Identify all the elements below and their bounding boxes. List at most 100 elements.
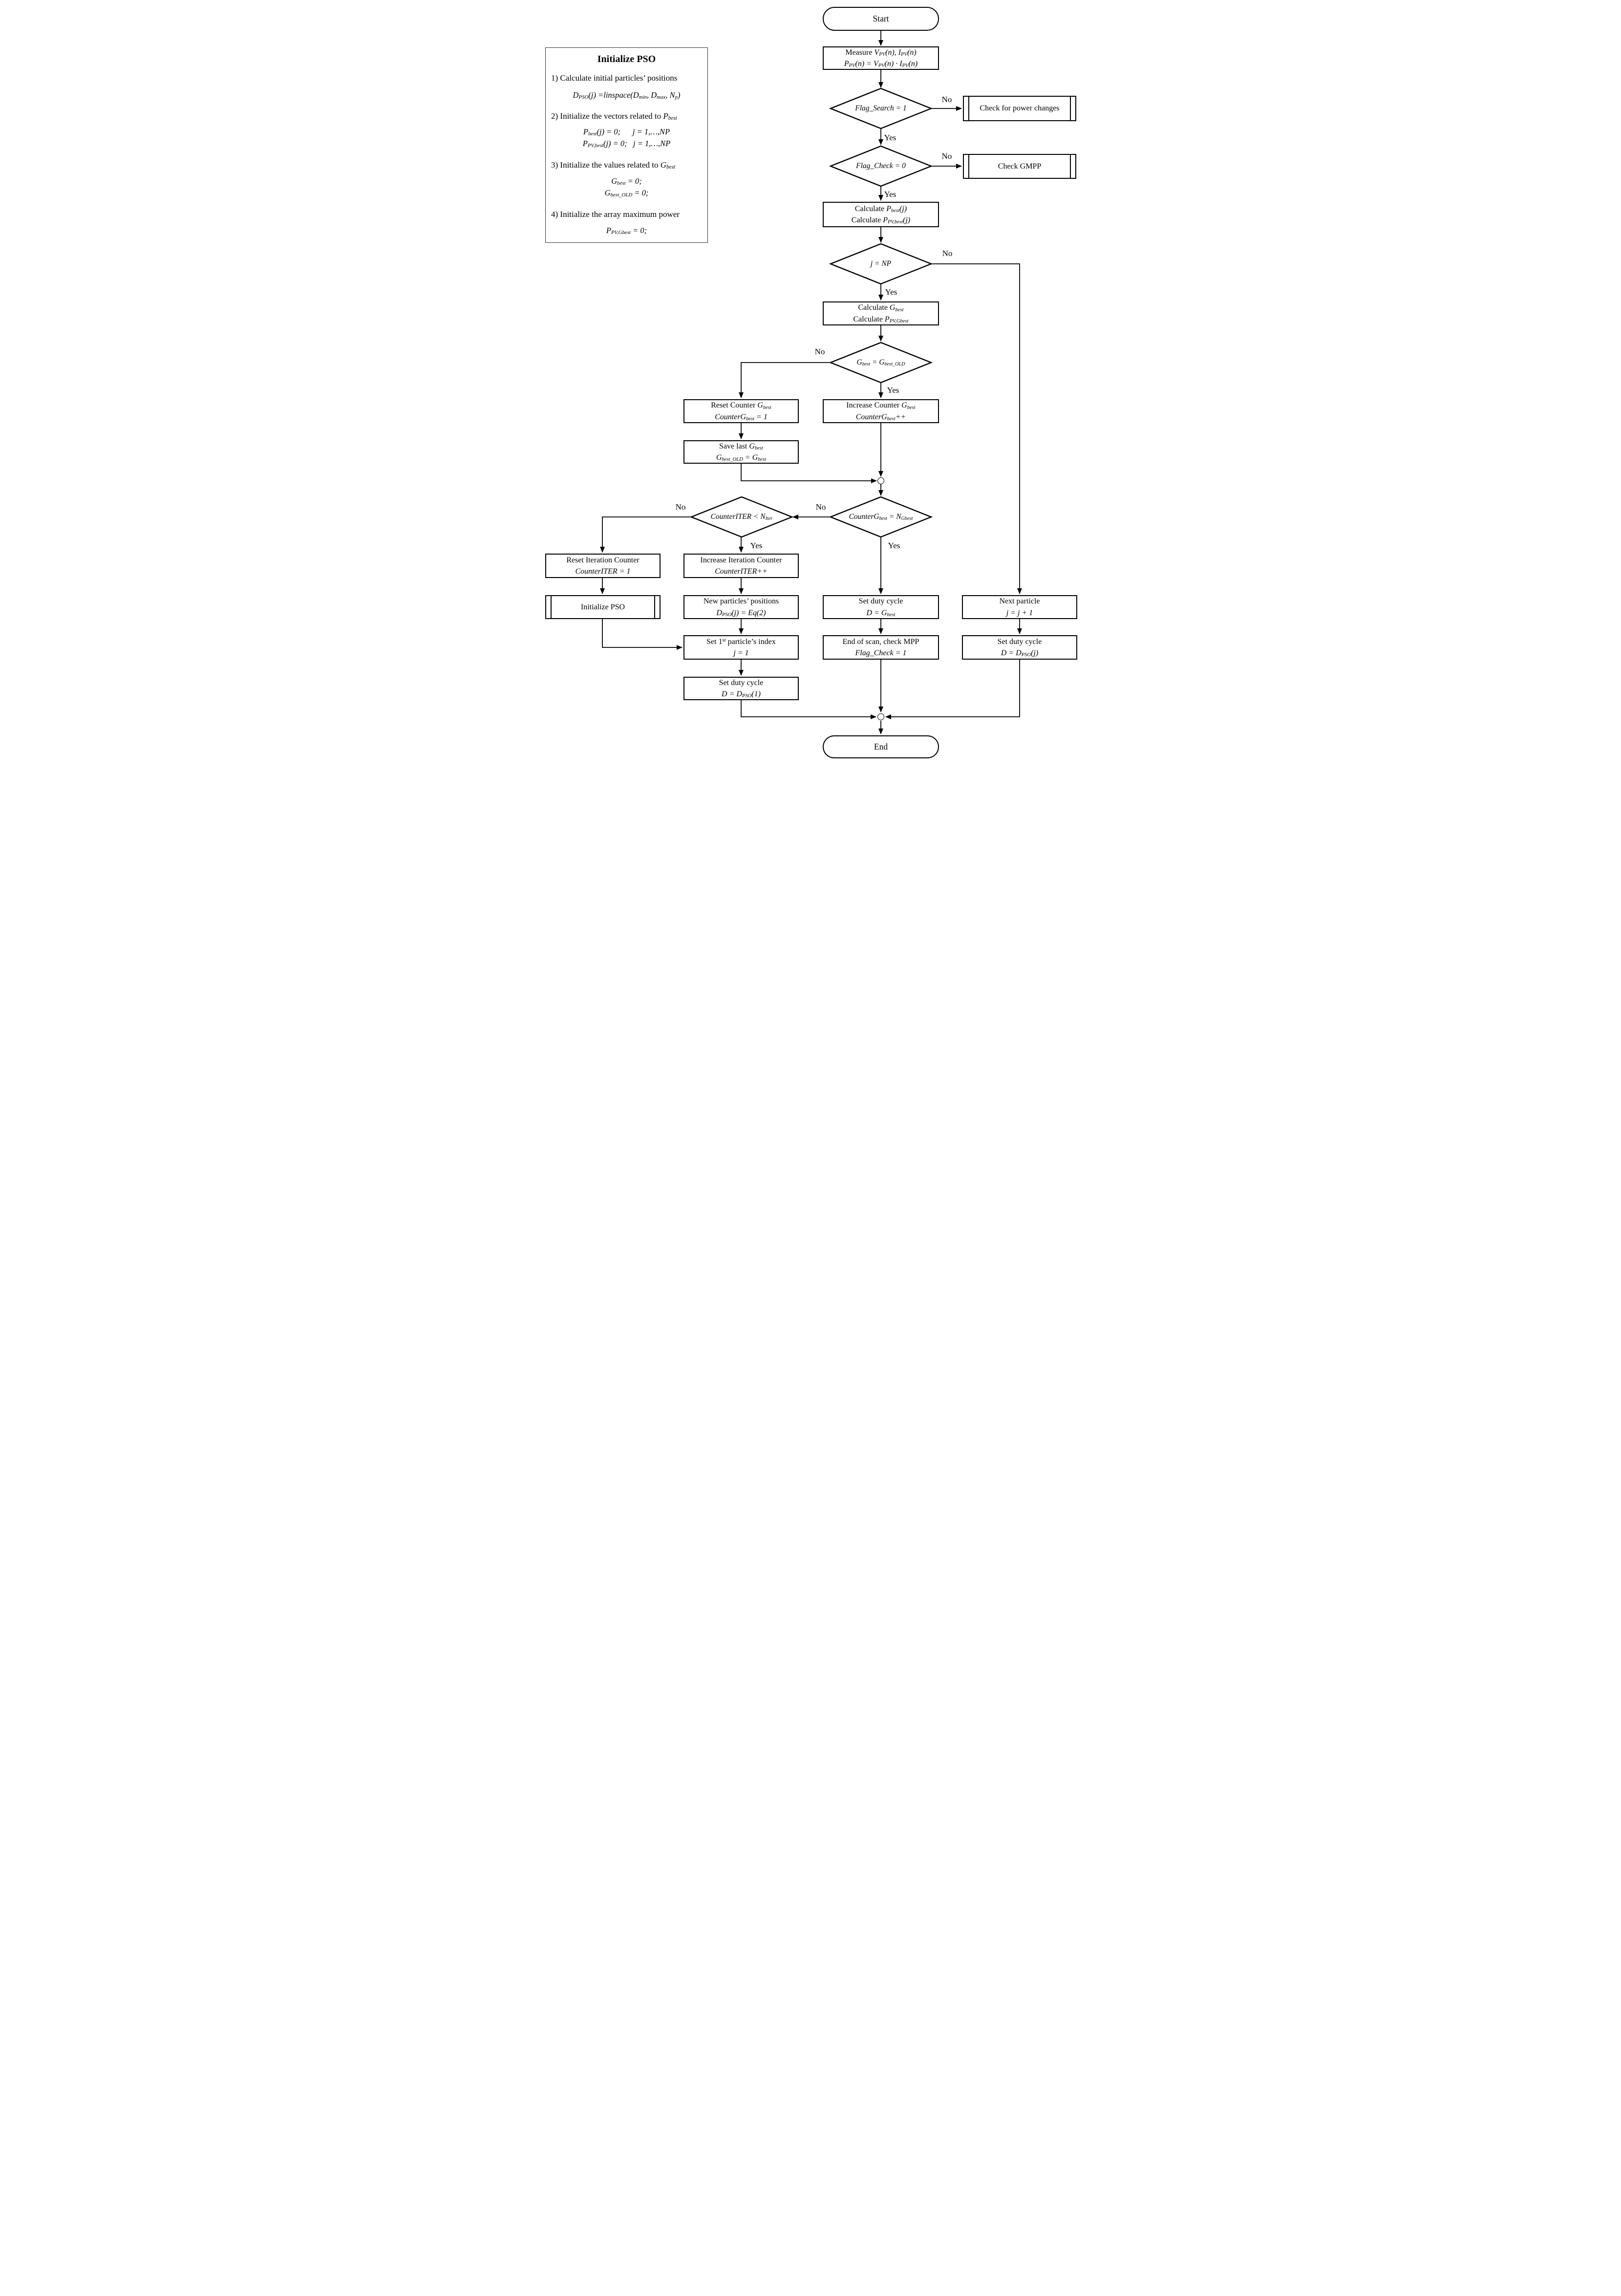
next-particle-line2: j = j + 1 (1006, 608, 1033, 617)
panel-item-1: 1) Calculate initial particles’ position… (551, 73, 678, 83)
check-power-subroutine: Check for power changes (963, 96, 1076, 121)
calc-gbest-process: Calculate Gbest Calculate PPV,Gbest (823, 301, 939, 325)
reset-counter-line1: Reset Counter Gbest (711, 401, 771, 410)
panel-formula-3a: Gbest = 0; (611, 176, 642, 187)
panel-item-4: 4) Initialize the array maximum power (551, 210, 680, 219)
edge-initpso-setfirst (602, 619, 683, 650)
label-no-j-np: No (942, 249, 953, 258)
increase-iteration-counter-process: Increase Iteration Counter CounterITER++ (683, 554, 799, 578)
panel-item-2: 2) Initialize the vectors related to Pbe… (551, 111, 677, 122)
end-scan-line1: End of scan, check MPP (842, 637, 919, 646)
set-first-line2: j = 1 (733, 649, 749, 657)
counter-gbest-diamond-shape (829, 496, 933, 538)
set-first-line1: Set 1st particle’s index (706, 637, 776, 646)
pso-mppt-flowchart: Initialize PSO 1) Calculate initial part… (540, 0, 1081, 765)
panel-formula-4: PPV,Gbest = 0; (606, 226, 647, 236)
label-yes-flag-search: Yes (884, 133, 896, 142)
flag-search-diamond-shape (829, 87, 933, 129)
check-power-label: Check for power changes (980, 104, 1060, 113)
end-scan-line2: Flag_Check = 1 (855, 649, 907, 657)
calc-gbest-line2: Calculate PPV,Gbest (853, 315, 909, 324)
initialize-pso-subroutine: Initialize PSO (545, 595, 661, 619)
calc-pbest-line2: Calculate PPV,best(j) (851, 216, 911, 225)
calc-pbest-process: Calculate Pbest(j) Calculate PPV,best(j) (823, 202, 939, 227)
next-particle-process: Next particle j = j + 1 (962, 595, 1077, 619)
panel-formula-2b: PPV,best(j) = 0; j = 1,…,NP (582, 139, 671, 149)
set-duty-gbest-process: Set duty cycle D = Gbest (823, 595, 939, 619)
calc-gbest-line1: Calculate Gbest (858, 303, 904, 313)
gbest-old-decision: Gbest = Gbest_OLD (856, 358, 905, 367)
reset-iteration-counter-process: Reset Iteration Counter CounterITER = 1 (545, 554, 661, 578)
set-duty-dpso1-process: Set duty cycle D = DPSO(1) (683, 677, 799, 700)
set-duty-gbest-line2: D = Gbest (866, 608, 896, 618)
save-last-line1: Save last Gbest (719, 442, 763, 451)
label-no-counter-iter: No (675, 502, 686, 512)
measure-line2: PPV(n) = VPV(n) · IPV(n) (844, 60, 918, 69)
j-np-decision: j = NP (870, 259, 892, 268)
check-gmpp-label: Check GMPP (998, 162, 1042, 171)
flag-check-diamond-shape (829, 145, 933, 187)
panel-formula-1: DPSO(j) =linspace(Dmin, Dmax, Np) (573, 90, 681, 101)
label-yes-j-np: Yes (885, 287, 897, 297)
label-no-counter-gbest: No (815, 502, 826, 512)
end-scan-process: End of scan, check MPP Flag_Check = 1 (823, 635, 939, 660)
edge-dutydpso1-connector2 (741, 700, 876, 719)
edge-jnp-no (931, 263, 1022, 594)
counter-gbest-decision: CounterGbest = NGbest (849, 513, 913, 522)
initialize-pso-panel: Initialize PSO 1) Calculate initial part… (545, 47, 708, 243)
counter-iter-decision: CounterITER < NIter (710, 513, 773, 522)
new-positions-line2: DPSO(j) = Eq(2) (716, 608, 766, 618)
increase-counter-line2: CounterGbest++ (855, 412, 906, 422)
set-duty-gbest-line1: Set duty cycle (858, 597, 903, 606)
label-yes-gbest-old: Yes (887, 386, 899, 395)
increase-counter-line1: Increase Counter Gbest (846, 401, 916, 410)
start-terminator: Start (823, 7, 939, 31)
counter-iter-diamond-shape (689, 496, 794, 538)
reset-iter-line1: Reset Iteration Counter (566, 556, 640, 564)
set-duty-dpsoj-process: Set duty cycle D = DPSO(j) (962, 635, 1077, 660)
set-duty-dpsoj-line1: Set duty cycle (997, 637, 1042, 646)
reset-counter-line2: CounterGbest = 1 (715, 412, 768, 422)
j-np-diamond-shape (829, 243, 933, 285)
start-label: Start (873, 13, 889, 23)
panel-formula-2a: Pbest(j) = 0; j = 1,…,NP (583, 127, 670, 137)
label-no-flag-search: No (941, 95, 952, 104)
edge-dutydpsoj-connector2 (885, 660, 1020, 719)
measure-process: Measure VPV(n), IPV(n) PPV(n) = VPV(n) ·… (823, 46, 939, 70)
increase-iter-line2: CounterITER++ (715, 567, 768, 576)
label-no-gbest-old: No (814, 347, 825, 356)
junction-connector-2 (877, 713, 884, 720)
new-positions-process: New particles’ positions DPSO(j) = Eq(2) (683, 595, 799, 619)
edge-gbestold-no (739, 362, 831, 398)
set-duty-dpso1-line2: D = DPSO(1) (722, 690, 761, 699)
label-yes-counter-gbest: Yes (888, 541, 900, 550)
edge-counteriter-no (600, 516, 691, 553)
edge-savelast-connector1 (741, 464, 877, 483)
end-terminator: End (823, 735, 939, 758)
connector-lines-layer (600, 31, 1022, 734)
reset-iter-line2: CounterITER = 1 (575, 567, 631, 576)
end-label: End (874, 741, 888, 751)
panel-title: Initialize PSO (597, 54, 656, 64)
label-yes-flag-check: Yes (884, 190, 896, 199)
set-duty-dpso1-line1: Set duty cycle (719, 678, 764, 687)
save-last-gbest-process: Save last Gbest Gbest_OLD = Gbest (683, 440, 799, 464)
measure-line1: Measure VPV(n), IPV(n) (845, 48, 917, 58)
label-no-flag-check: No (941, 151, 952, 161)
flag-search-decision: Flag_Search = 1 (855, 104, 907, 112)
calc-pbest-line1: Calculate Pbest(j) (854, 204, 907, 214)
new-positions-line1: New particles’ positions (703, 597, 779, 606)
next-particle-line1: Next particle (999, 597, 1040, 606)
set-first-particle-process: Set 1st particle’s index j = 1 (683, 635, 799, 660)
junction-connector-1 (877, 477, 884, 484)
flag-check-decision: Flag_Check = 0 (856, 162, 906, 170)
panel-item-3: 3) Initialize the values related to Gbes… (551, 160, 676, 171)
set-duty-dpsoj-line2: D = DPSO(j) (1001, 649, 1039, 658)
panel-formula-3b: Gbest_OLD = 0; (604, 188, 649, 198)
increase-counter-gbest-process: Increase Counter Gbest CounterGbest++ (823, 399, 939, 423)
gbest-old-diamond-shape (829, 342, 933, 384)
label-yes-counter-iter: Yes (750, 541, 763, 550)
initialize-pso-label: Initialize PSO (580, 602, 625, 611)
check-gmpp-subroutine: Check GMPP (963, 154, 1076, 179)
increase-iter-line1: Increase Iteration Counter (700, 556, 782, 564)
